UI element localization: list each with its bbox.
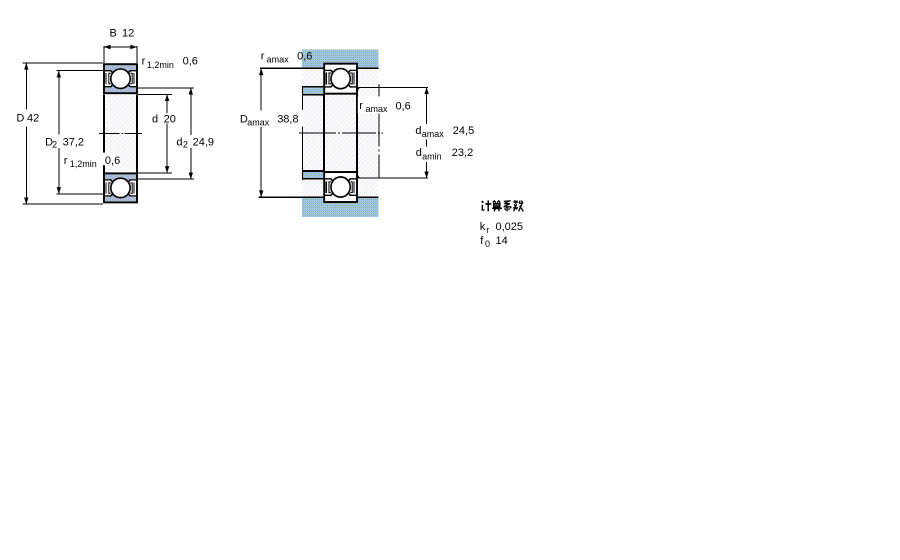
svg-text:0,6: 0,6: [105, 155, 120, 167]
svg-text:D: D: [240, 114, 248, 126]
svg-text:amin: amin: [422, 151, 442, 161]
svg-text:24,9: 24,9: [193, 136, 214, 148]
svg-text:D: D: [16, 113, 24, 125]
svg-text:D: D: [45, 136, 53, 148]
svg-text:0,6: 0,6: [396, 100, 411, 112]
svg-text:12: 12: [122, 28, 134, 40]
svg-text:2: 2: [52, 140, 57, 150]
svg-text:r: r: [64, 155, 68, 167]
svg-text:d: d: [415, 125, 421, 137]
svg-text:20: 20: [164, 113, 176, 125]
svg-text:24,5: 24,5: [453, 125, 474, 137]
svg-text:r: r: [261, 50, 265, 62]
svg-text:amax: amax: [247, 118, 270, 128]
svg-text:0,025: 0,025: [496, 221, 524, 233]
svg-text:d: d: [152, 113, 158, 125]
svg-text:14: 14: [496, 235, 508, 247]
svg-text:2: 2: [183, 140, 188, 150]
svg-text:0,6: 0,6: [183, 55, 198, 67]
svg-text:0,6: 0,6: [297, 50, 312, 62]
svg-text:k: k: [480, 221, 486, 233]
svg-text:1,2min: 1,2min: [70, 159, 97, 169]
svg-text:38,8: 38,8: [277, 114, 298, 126]
svg-text:f: f: [480, 235, 484, 247]
svg-text:d: d: [176, 136, 182, 148]
svg-text:amax: amax: [267, 54, 290, 64]
svg-text:42: 42: [27, 113, 39, 125]
svg-text:0: 0: [485, 239, 490, 249]
svg-text:1,2min: 1,2min: [147, 60, 174, 70]
svg-text:r: r: [486, 225, 489, 235]
svg-text:amax: amax: [422, 129, 445, 139]
svg-text:23,2: 23,2: [452, 147, 473, 159]
svg-text:r: r: [142, 56, 146, 68]
svg-text:r: r: [359, 100, 363, 112]
svg-text:amax: amax: [366, 104, 389, 114]
svg-text:B: B: [110, 28, 117, 40]
svg-text:d: d: [416, 147, 422, 159]
svg-text:37,2: 37,2: [63, 136, 84, 148]
